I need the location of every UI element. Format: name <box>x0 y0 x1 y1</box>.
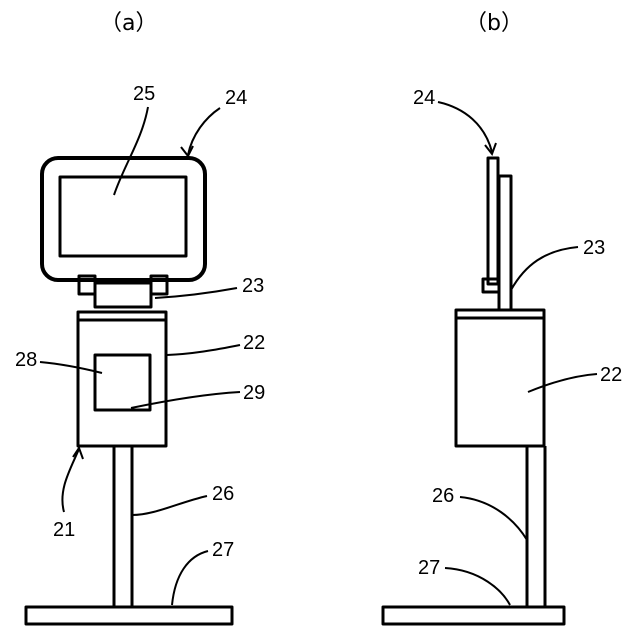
label-24: 24 <box>225 87 247 109</box>
caption-a: （a） <box>100 11 157 36</box>
figure-b-side-view: （b） 24 23 22 26 27 <box>383 11 622 624</box>
label-b-22: 22 <box>600 364 622 386</box>
leader-28 <box>40 362 102 373</box>
leader-b-26 <box>460 497 527 540</box>
label-b-27: 27 <box>418 557 440 579</box>
label-22: 22 <box>243 332 265 354</box>
leader-26 <box>132 496 207 515</box>
side-mount-arm <box>499 176 511 310</box>
leader-21 <box>62 449 79 512</box>
figure-a-front-view: （a） 25 24 23 22 2 <box>15 11 265 624</box>
label-26: 26 <box>212 483 234 505</box>
leader-27 <box>172 551 208 605</box>
mount-bracket <box>95 283 151 307</box>
label-28: 28 <box>15 349 37 371</box>
label-29: 29 <box>243 382 265 404</box>
label-b-23: 23 <box>583 237 605 259</box>
kiosk-body <box>78 312 166 446</box>
leader-b-27 <box>445 568 510 605</box>
side-base-plate <box>383 607 564 624</box>
monitor-screen <box>60 177 186 256</box>
label-b-24: 24 <box>413 87 435 109</box>
arrowhead-24 <box>181 146 193 156</box>
leader-b-23 <box>511 247 578 290</box>
label-b-26: 26 <box>432 485 454 507</box>
front-panel <box>95 355 150 410</box>
label-21: 21 <box>53 519 75 541</box>
label-23: 23 <box>242 275 264 297</box>
base-plate <box>26 607 232 624</box>
leader-b-22 <box>528 374 597 392</box>
leader-25 <box>114 107 148 195</box>
label-27: 27 <box>212 539 234 561</box>
leader-22 <box>167 345 240 355</box>
side-body <box>456 310 544 446</box>
caption-b: （b） <box>465 11 523 36</box>
leader-29 <box>131 392 240 408</box>
label-25: 25 <box>133 83 155 105</box>
side-monitor <box>488 158 498 284</box>
leader-b-24 <box>438 102 492 152</box>
